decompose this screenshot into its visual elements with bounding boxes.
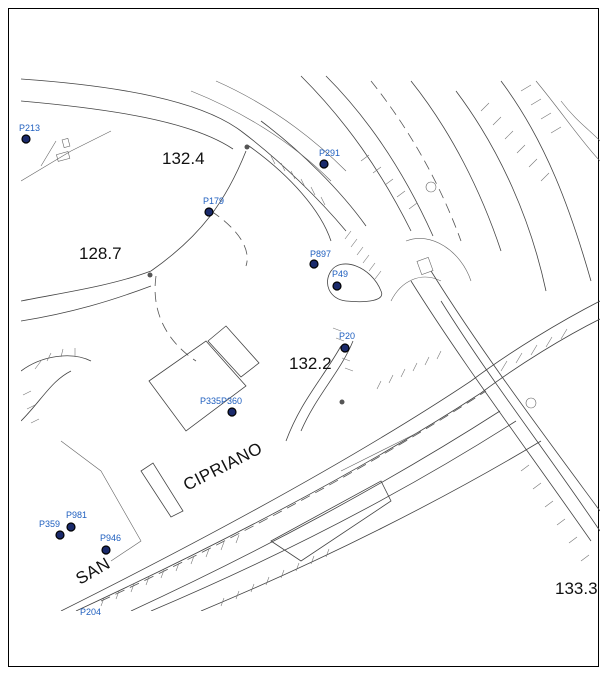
survey-point-p179[interactable]: P179: [203, 196, 224, 217]
survey-point-p213[interactable]: P213: [19, 123, 40, 144]
survey-point-marker-icon: [55, 530, 65, 540]
survey-point-label: P49: [332, 269, 348, 279]
survey-point-p335p360[interactable]: P335P360: [200, 396, 242, 417]
survey-point-p946[interactable]: P946: [100, 533, 121, 555]
map-canvas[interactable]: 132.4 128.7 132.2 133.3 CIPRIANO SAN P21…: [9, 9, 600, 668]
survey-point-marker-icon: [319, 159, 329, 169]
elevation-label: 133.3: [555, 579, 598, 598]
street-label-cipriano: CIPRIANO: [180, 439, 265, 495]
survey-point-label: P981: [66, 510, 87, 520]
survey-point-label: P897: [310, 249, 331, 259]
elevation-label: 132.2: [289, 354, 332, 373]
map-linework: [21, 75, 600, 611]
survey-point-label: P179: [203, 196, 224, 206]
survey-point-marker-icon: [66, 522, 76, 532]
survey-point-marker-icon: [340, 343, 350, 353]
survey-point-label: P335P360: [200, 396, 242, 406]
elevation-label: 132.4: [162, 149, 205, 168]
survey-point-p204[interactable]: P204: [80, 607, 101, 617]
survey-point-label: P20: [339, 331, 355, 341]
survey-point-label: P213: [19, 123, 40, 133]
elevation-label: 128.7: [79, 244, 122, 263]
survey-point-marker-icon: [332, 281, 342, 291]
survey-point-marker-icon: [101, 545, 111, 555]
survey-point-p291[interactable]: P291: [319, 148, 340, 169]
survey-point-p981[interactable]: P981: [66, 510, 87, 532]
survey-point-label: P359: [39, 519, 60, 529]
survey-point-marker-icon: [204, 207, 214, 217]
survey-point-p20[interactable]: P20: [339, 331, 355, 353]
survey-point-p359[interactable]: P359: [39, 519, 65, 540]
survey-point-label: P291: [319, 148, 340, 158]
survey-point-marker-icon: [309, 259, 319, 269]
survey-point-label: P204: [80, 607, 101, 617]
survey-point-marker-icon: [227, 407, 237, 417]
survey-point-label: P946: [100, 533, 121, 543]
street-label-san: SAN: [73, 554, 114, 589]
map-frame: 132.4 128.7 132.2 133.3 CIPRIANO SAN P21…: [8, 8, 600, 668]
survey-point-marker-icon: [21, 134, 31, 144]
survey-point-p897[interactable]: P897: [309, 249, 331, 269]
survey-point-p49[interactable]: P49: [332, 269, 348, 291]
